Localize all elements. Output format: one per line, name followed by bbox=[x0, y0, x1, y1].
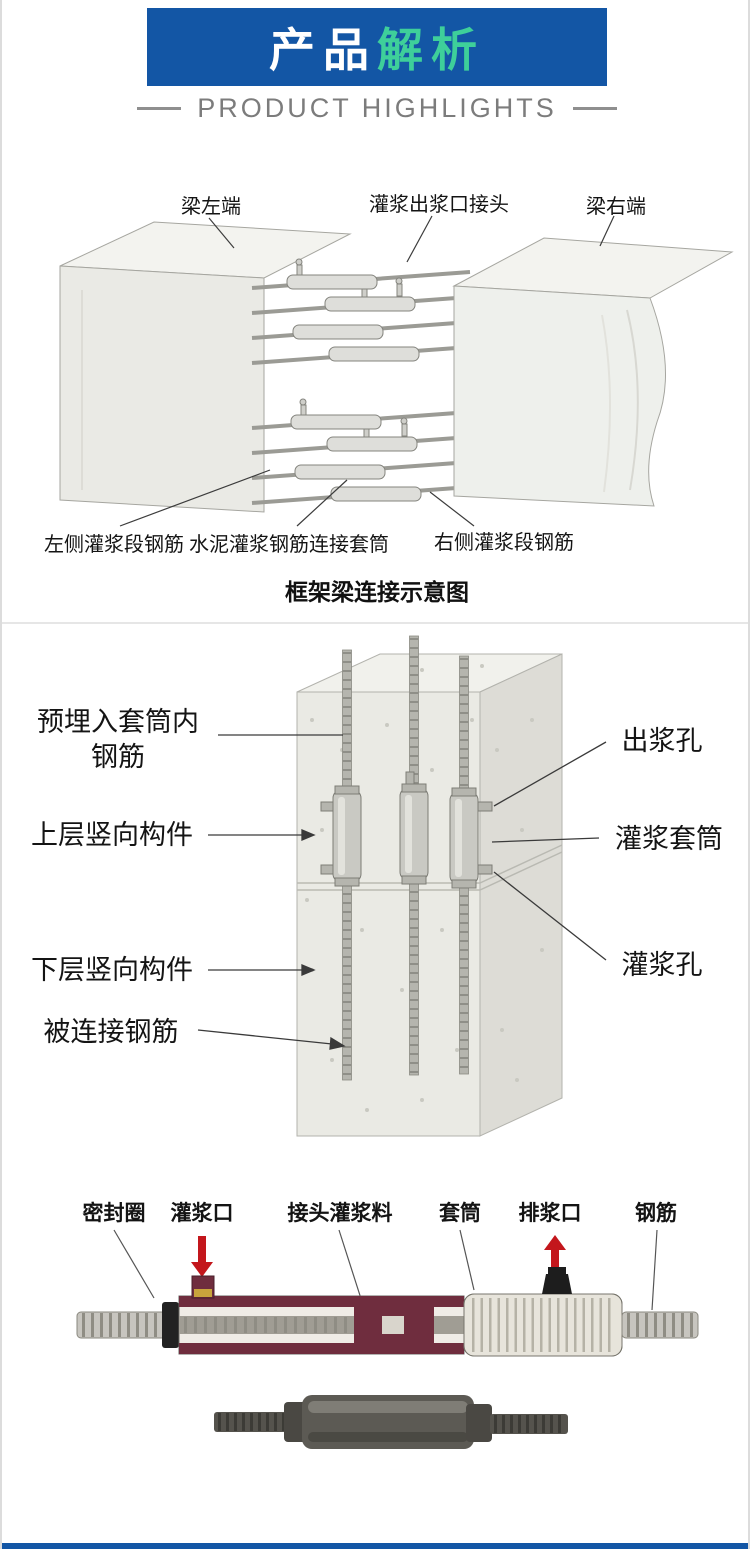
beam-diagram-caption: 框架梁连接示意图 bbox=[285, 580, 469, 605]
connection-sleeves bbox=[286, 274, 422, 502]
label-grout-inlet-hole: 灌浆孔 bbox=[621, 950, 703, 980]
label-beam-left-end: 梁左端 bbox=[181, 196, 241, 218]
sleeve-cross-section-diagram: 密封圈 灌浆口 接头灌浆料 套筒 排浆口 钢筋 bbox=[2, 1190, 748, 1490]
sleeve-cross-section-illustration bbox=[76, 1229, 699, 1449]
label-lower-vertical-member: 下层竖向构件 bbox=[31, 955, 193, 985]
page-subtitle: PRODUCT HIGHLIGHTS bbox=[197, 92, 557, 123]
grout-inlet-port bbox=[191, 1275, 215, 1299]
label-connected-rebar: 被连接钢筋 bbox=[43, 1017, 179, 1047]
right-beam-block bbox=[452, 237, 734, 507]
label-grout-sleeve: 灌浆套筒 bbox=[615, 824, 723, 854]
label-joint-grout-material: 接头灌浆料 bbox=[287, 1201, 393, 1225]
label-grout-outlet-connector: 灌浆出浆口接头 bbox=[369, 194, 509, 216]
subtitle-left-line bbox=[137, 106, 182, 110]
label-grout-outlet-hole: 出浆孔 bbox=[621, 726, 703, 756]
seal-ring-part bbox=[162, 1302, 179, 1348]
sleeve-assembly-cutaway bbox=[76, 1267, 699, 1357]
concrete-column bbox=[296, 653, 563, 1137]
page-title-part1: 产品 bbox=[269, 24, 377, 76]
rebar-sleeve-bundle bbox=[251, 258, 471, 505]
label-sleeve: 套筒 bbox=[439, 1201, 481, 1225]
member-joint-line bbox=[297, 844, 563, 891]
sleeve-product-photo bbox=[214, 1395, 568, 1449]
rebar-and-sleeve-assemblies bbox=[320, 635, 493, 1081]
grout-inlet-arrow bbox=[191, 1236, 213, 1277]
grout-outlet-arrow bbox=[544, 1235, 566, 1276]
label-beam-right-end: 梁右端 bbox=[586, 196, 646, 218]
label-grout-discharge-port: 排浆口 bbox=[518, 1201, 582, 1225]
grout-outlet-port bbox=[542, 1267, 572, 1294]
column-connection-illustration bbox=[197, 635, 607, 1137]
label-right-grout-rebar: 右侧灌浆段钢筋 bbox=[434, 532, 574, 554]
column-diagram-leader-lines bbox=[197, 734, 607, 1050]
page-title-part2: 解析 bbox=[377, 24, 485, 76]
footer-accent-bar bbox=[2, 1543, 748, 1549]
label-cement-grout-sleeve: 水泥灌浆钢筋连接套筒 bbox=[189, 534, 389, 556]
section-divider bbox=[2, 622, 748, 624]
beam-connection-illustration bbox=[59, 215, 734, 527]
rebar-assembly-right bbox=[449, 655, 493, 1075]
left-beam-block bbox=[59, 221, 352, 513]
rebar-assembly-middle bbox=[399, 635, 429, 1076]
header-banner: 产品解析 bbox=[147, 8, 607, 86]
rebar-assembly-left bbox=[320, 649, 362, 1081]
beam-connection-diagram: 梁左端 灌浆出浆口接头 梁右端 左侧灌浆段钢筋 水泥灌浆钢筋连接套筒 右侧灌浆段… bbox=[2, 170, 748, 622]
subtitle-right-line bbox=[572, 106, 617, 110]
label-seal-ring: 密封圈 bbox=[82, 1201, 146, 1225]
header-subtitle-row: PRODUCT HIGHLIGHTS bbox=[2, 90, 748, 126]
label-rebar: 钢筋 bbox=[635, 1201, 677, 1225]
beam-diagram-leader-lines bbox=[119, 215, 615, 527]
label-grout-inlet-port: 灌浆口 bbox=[170, 1201, 234, 1225]
page-title: 产品解析 bbox=[269, 14, 485, 80]
label-left-grout-rebar: 左侧灌浆段钢筋 bbox=[44, 534, 184, 556]
label-upper-vertical-member: 上层竖向构件 bbox=[31, 820, 193, 850]
label-embedded-rebar: 预埋入套筒内钢筋 bbox=[37, 707, 199, 773]
column-connection-diagram: 预埋入套筒内钢筋 上层竖向构件 下层竖向构件 被连接钢筋 出浆孔 灌浆套筒 灌浆… bbox=[2, 630, 748, 1190]
sleeve-diagram-leader-lines bbox=[113, 1229, 658, 1311]
